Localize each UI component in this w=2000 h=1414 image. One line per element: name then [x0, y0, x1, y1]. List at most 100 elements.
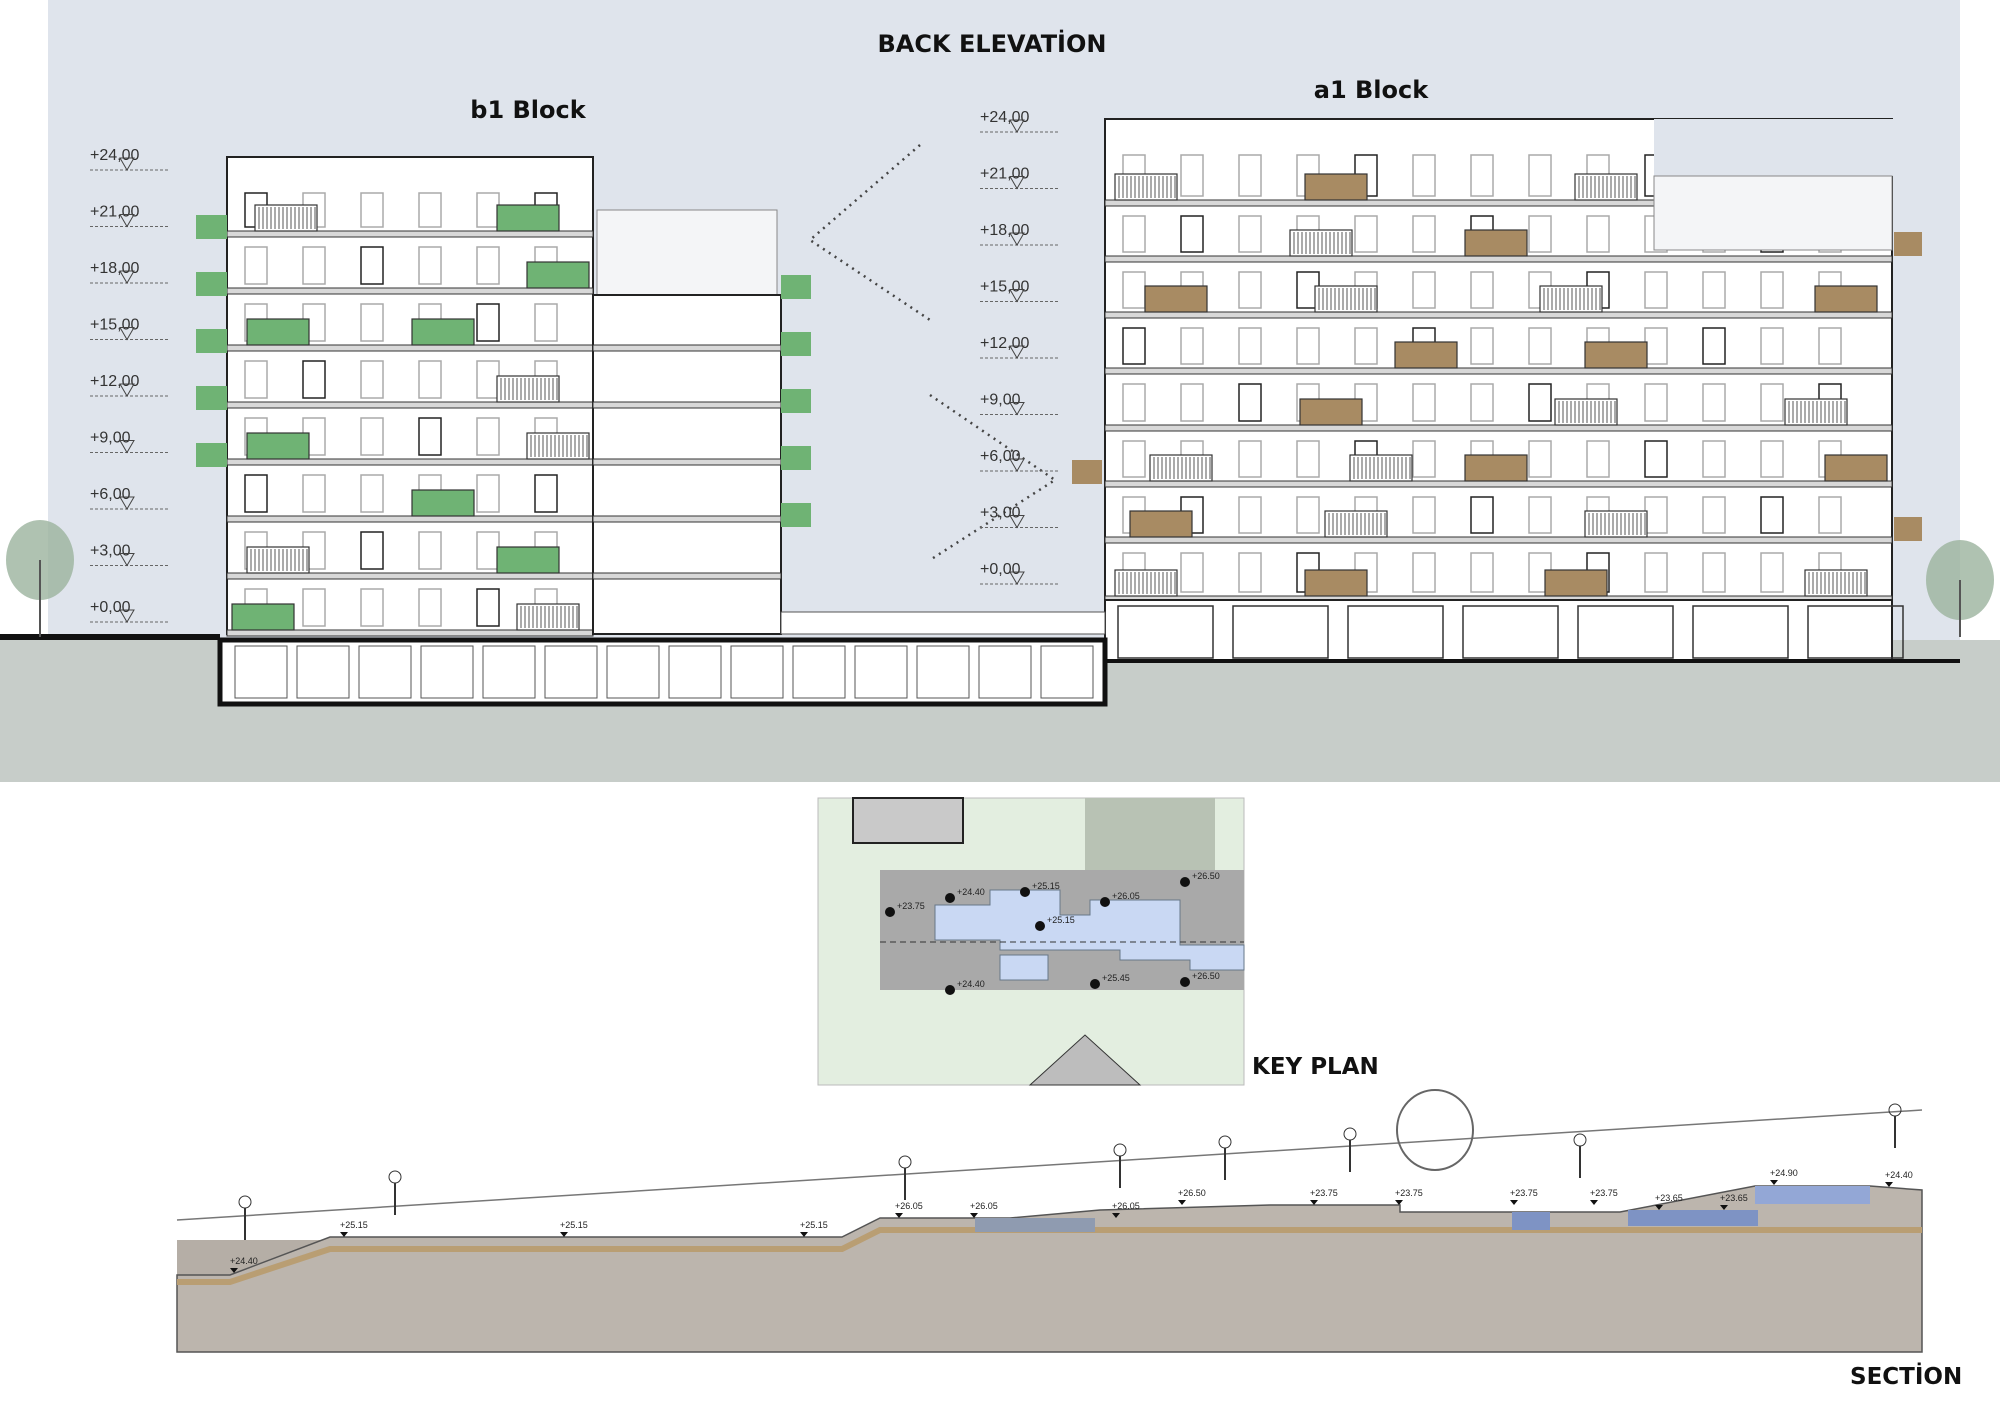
section-level-label: +25.15	[560, 1220, 588, 1230]
person-icon	[1218, 1135, 1232, 1149]
a1-window	[1122, 215, 1146, 253]
b1-balcony	[496, 546, 560, 574]
person-icon	[1888, 1103, 1902, 1117]
a1-level-label: +12,00	[980, 335, 1029, 352]
b1-balcony	[516, 603, 580, 631]
a1-window	[1412, 154, 1436, 197]
level-triangle-icon	[1590, 1200, 1598, 1205]
a1-window	[1238, 496, 1262, 534]
person-icon	[1113, 1143, 1127, 1157]
a1-window	[1238, 552, 1262, 593]
level-triangle-icon	[1178, 1200, 1186, 1205]
section-level-label: +23.75	[1590, 1188, 1618, 1198]
a1-balcony	[1114, 173, 1178, 201]
elevation-point-icon	[1180, 977, 1190, 987]
b1-balcony	[254, 204, 318, 232]
b1-side-balcony	[196, 386, 227, 410]
a1-shopfront	[1807, 605, 1904, 659]
a1-window	[1702, 552, 1726, 593]
b1-balcony	[526, 261, 590, 289]
level-triangle-icon	[1770, 1180, 1778, 1185]
a1-window	[1528, 327, 1552, 365]
a1-window	[1644, 271, 1668, 309]
section-level-label: +25.15	[340, 1220, 368, 1230]
b1-floor-slab	[226, 458, 594, 466]
a1-window	[1238, 327, 1262, 365]
b1-window	[360, 417, 384, 456]
level-triangle-icon	[560, 1232, 568, 1237]
a1-level-label: +3,00	[980, 505, 1021, 522]
a1-balcony	[1129, 510, 1193, 538]
a1-level-label: +18,00	[980, 222, 1029, 239]
b1-level-label: +24,00	[90, 147, 139, 164]
section-level-label: +23.65	[1720, 1193, 1748, 1203]
a1-window	[1644, 383, 1668, 422]
level-triangle-icon	[119, 157, 135, 171]
section-level-label: +23.75	[1510, 1188, 1538, 1198]
key-plan-level: +25.15	[1047, 915, 1075, 925]
a1-balcony	[1394, 341, 1458, 369]
b1-window	[360, 531, 384, 570]
basement-window	[358, 645, 412, 699]
section-level-label: +24.90	[1770, 1168, 1798, 1178]
b1-level-label: +15,00	[90, 317, 139, 334]
basement-window	[296, 645, 350, 699]
a1-shopfront	[1232, 605, 1329, 659]
level-triangle-icon	[119, 553, 135, 567]
a1-side-balcony	[1894, 232, 1922, 256]
a1-window	[1528, 440, 1552, 478]
b1-side-balcony	[781, 503, 811, 527]
elevation-point-icon	[945, 985, 955, 995]
level-triangle-icon	[1885, 1182, 1893, 1187]
a1-side-balcony	[1072, 460, 1102, 484]
level-triangle-icon	[1310, 1200, 1318, 1205]
key-plan-level: +23.75	[897, 901, 925, 911]
a1-penthouse	[1653, 175, 1893, 251]
key-plan-title: KEY PLAN	[1252, 1054, 1379, 1080]
back-elevation-title: BACK ELEVATİON	[878, 29, 1107, 58]
level-triangle-icon	[1009, 289, 1025, 303]
level-triangle-icon	[1510, 1200, 1518, 1205]
section-level-label: +24.40	[230, 1256, 258, 1266]
level-triangle-icon	[800, 1232, 808, 1237]
b1-lower-slab	[592, 572, 782, 580]
a1-balcony	[1814, 285, 1878, 313]
a1-setback	[1654, 119, 1894, 176]
key-plan-level: +25.15	[1032, 881, 1060, 891]
level-triangle-icon	[1720, 1205, 1728, 1210]
a1-window	[1180, 327, 1204, 365]
key-plan-courtyard	[1085, 798, 1215, 883]
a1-window	[1238, 440, 1262, 478]
a1-window	[1702, 440, 1726, 478]
a1-window	[1528, 154, 1552, 197]
a1-window	[1296, 496, 1320, 534]
b1-window	[476, 417, 500, 456]
level-triangle-icon	[119, 327, 135, 341]
b1-side-balcony	[781, 332, 811, 356]
section-title: SECTİON	[1850, 1362, 1962, 1390]
a1-balcony	[1539, 285, 1603, 313]
level-triangle-icon	[1009, 458, 1025, 472]
b1-window	[360, 588, 384, 627]
key-plan-pool	[999, 954, 1049, 981]
a1-window	[1702, 327, 1726, 365]
a1-window	[1180, 383, 1204, 422]
a1-balcony	[1314, 285, 1378, 313]
b1-window	[418, 246, 442, 285]
basement-window	[668, 645, 722, 699]
b1-balcony	[246, 546, 310, 574]
section-level-label: +26.50	[1178, 1188, 1206, 1198]
basement-window	[482, 645, 536, 699]
a1-window	[1586, 440, 1610, 478]
back-elevation	[0, 118, 1994, 707]
level-triangle-icon	[119, 214, 135, 228]
a1-window	[1702, 271, 1726, 309]
b1-lower-slab	[592, 515, 782, 523]
level-triangle-icon	[1009, 176, 1025, 190]
level-triangle-icon	[1112, 1213, 1120, 1218]
b1-block-title: b1 Block	[470, 96, 586, 124]
b1-level-label: +18,00	[90, 260, 139, 277]
b1-balcony	[411, 489, 475, 517]
a1-floor-slab	[1104, 367, 1893, 375]
elevation-point-icon	[1020, 887, 1030, 897]
